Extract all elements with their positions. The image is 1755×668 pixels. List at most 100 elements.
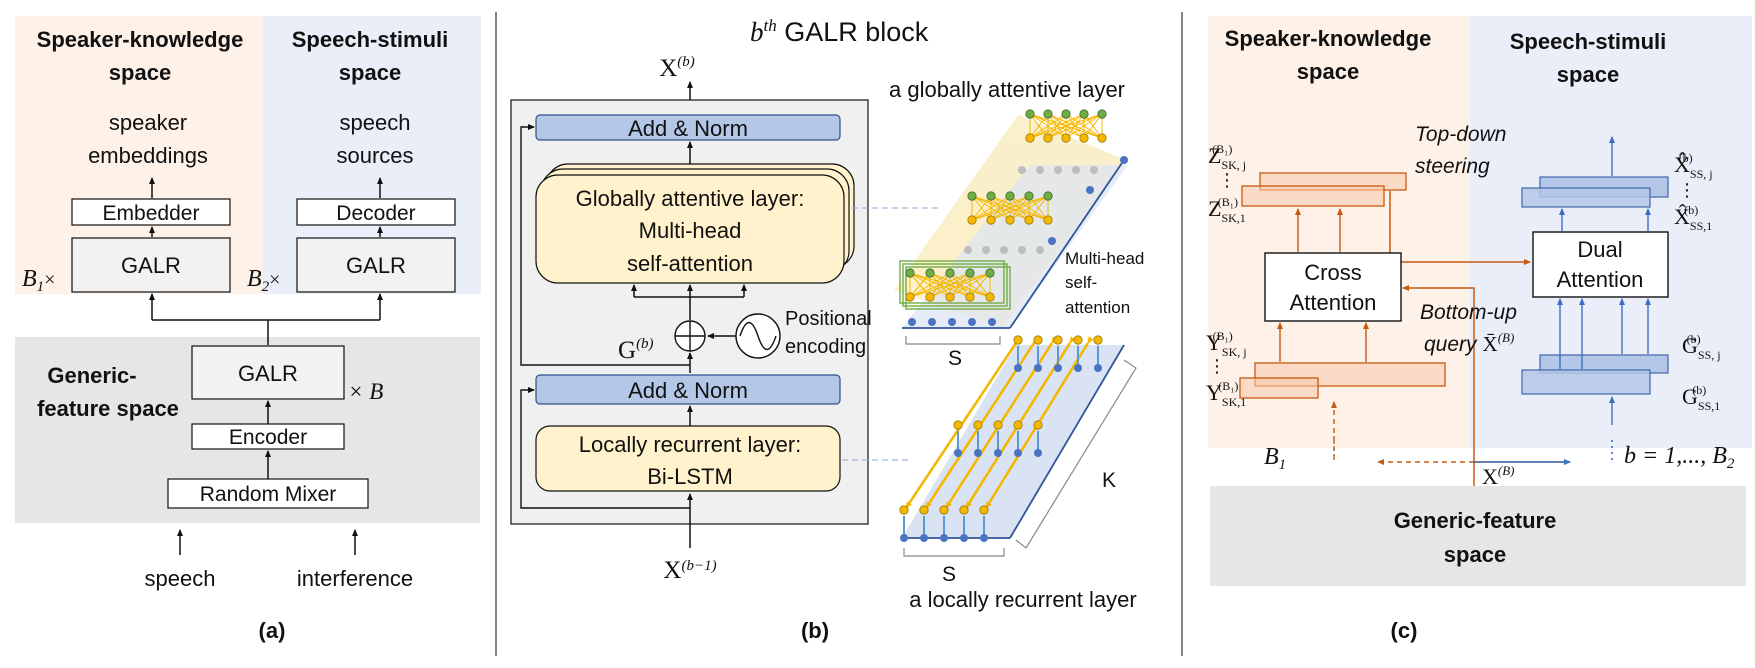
- positional-line2: encoding: [785, 336, 866, 358]
- input-node: [1014, 449, 1022, 457]
- input-node: [905, 292, 915, 302]
- input-node: [1005, 215, 1015, 225]
- input-node: [1043, 133, 1053, 143]
- mhsa-line1: Multi-head: [1065, 249, 1144, 268]
- c-b1-label: B1: [1264, 444, 1286, 473]
- attention-edge: [1029, 113, 1103, 139]
- svg-text:⋮: ⋮: [1208, 356, 1226, 376]
- output-node: [1097, 109, 1107, 119]
- grey-node: [1072, 166, 1080, 174]
- c-ss-title-line1: Speech-stimuli: [1510, 29, 1666, 54]
- speech-out-line2: sources: [336, 143, 413, 168]
- output-node: [925, 268, 935, 278]
- base-node: [1048, 237, 1056, 245]
- hidden-node: [1013, 335, 1023, 345]
- input-node: [1097, 133, 1107, 143]
- base-node: [948, 318, 956, 326]
- speaker-out-line1: speaker: [109, 110, 187, 135]
- galr-left-label: GALR: [121, 253, 181, 278]
- grey-node: [1018, 246, 1026, 254]
- g-top-label: GSS, j(b): [1682, 332, 1721, 362]
- input-node: [1094, 364, 1102, 372]
- attention-edge: [1009, 195, 1049, 221]
- output-node: [945, 268, 955, 278]
- hidden-node: [993, 420, 1003, 430]
- top-down-line2: steering: [1415, 155, 1490, 178]
- z-top-label: ZSK, j(B₁): [1208, 142, 1246, 172]
- b-range-label: b = 1,..., B2: [1624, 443, 1735, 472]
- base-node: [1086, 186, 1094, 194]
- svg-text:⋮: ⋮: [1678, 180, 1696, 200]
- input-node: [965, 292, 975, 302]
- embedder-box: [71, 198, 231, 226]
- attention-edge: [909, 272, 951, 298]
- generic-line1: Generic-: [47, 363, 136, 388]
- b2-label: B2×: [247, 266, 280, 295]
- hidden-node: [939, 505, 949, 515]
- output-node: [986, 191, 996, 201]
- local-layer-illustration: [899, 335, 1125, 542]
- output-node: [905, 268, 915, 278]
- local-layer-caption: a locally recurrent layer: [909, 587, 1136, 612]
- output-node: [1061, 109, 1071, 119]
- panel-c: Speaker-knowledge space Speech-stimuli s…: [1206, 16, 1752, 643]
- attention-edge: [909, 272, 931, 298]
- g-label: G(b): [618, 336, 654, 364]
- input-node: [985, 292, 995, 302]
- galr-right-box: [296, 237, 456, 293]
- grey-node: [1018, 166, 1026, 174]
- embedder-label: Embedder: [103, 202, 200, 225]
- input-node: [954, 449, 962, 457]
- input-node: [960, 534, 968, 542]
- cross-attention-box: [1264, 252, 1402, 322]
- input-node: [940, 534, 948, 542]
- mhsa-line2: self-: [1065, 273, 1097, 292]
- z-box-bottom: [1241, 185, 1385, 207]
- dual-line1: Dual: [1577, 237, 1622, 262]
- output-node: [1079, 109, 1089, 119]
- y-bottom-label: YSK,1(B₁): [1206, 379, 1246, 409]
- add-norm-top-box: [535, 114, 841, 141]
- input-node: [980, 534, 988, 542]
- attention-edge: [971, 195, 1011, 221]
- local-line2: Bi-LSTM: [647, 464, 733, 489]
- global-attention-network: [899, 109, 1128, 326]
- global-attention-box: [535, 174, 845, 284]
- hidden-node: [899, 505, 909, 515]
- y-box-bottom: [1239, 377, 1319, 399]
- random-mixer-box: [167, 478, 369, 509]
- hidden-node: [1093, 335, 1103, 345]
- local-line1: Locally recurrent layer:: [579, 432, 802, 457]
- input-node: [920, 534, 928, 542]
- c-ss-title-line2: space: [1557, 62, 1619, 87]
- hidden-node: [973, 420, 983, 430]
- speaker-out-line2: embeddings: [88, 143, 208, 168]
- hidden-node: [953, 420, 963, 430]
- attention-edge: [971, 195, 1030, 221]
- x-in-label: X(b−1): [663, 557, 716, 584]
- svg-text:⋮: ⋮: [1218, 170, 1236, 190]
- c-generic-feature-region: [1210, 486, 1746, 586]
- b1-label: B1×: [22, 266, 55, 295]
- encoder-label: Encoder: [229, 426, 307, 449]
- global-line3: self-attention: [627, 251, 753, 276]
- output-node: [967, 191, 977, 201]
- attention-edge: [929, 272, 991, 298]
- attention-edge: [1029, 113, 1049, 139]
- input-node: [1034, 449, 1042, 457]
- mhsa-line3: attention: [1065, 298, 1130, 317]
- grey-node: [964, 246, 972, 254]
- hidden-node: [1033, 420, 1043, 430]
- add-norm-bottom-label: Add & Norm: [628, 378, 748, 403]
- hidden-node: [1033, 335, 1043, 345]
- c-generic-line2: space: [1444, 542, 1506, 567]
- cross-line1: Cross: [1304, 260, 1361, 285]
- attention-edge: [949, 272, 991, 298]
- galr-left-box: [71, 237, 231, 293]
- c-sk-title-line2: space: [1297, 59, 1359, 84]
- c-generic-line1: Generic-feature: [1394, 508, 1557, 533]
- base-node: [988, 318, 996, 326]
- b-multiplier: × B: [348, 379, 383, 404]
- xhat-bottom-label: X̂SS,1(b): [1674, 203, 1712, 233]
